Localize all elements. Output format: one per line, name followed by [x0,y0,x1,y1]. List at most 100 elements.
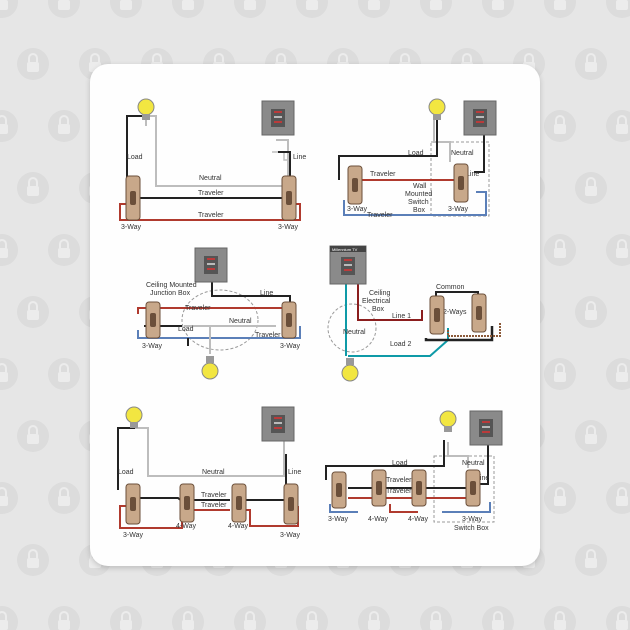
light-bulb-icon [341,358,359,382]
light-bulb-icon [201,356,219,380]
lock-icon [544,358,576,390]
lock-icon [0,0,18,18]
lock-icon [606,482,630,514]
lock-icon [544,0,576,18]
label-line: Line [288,469,301,476]
label-box: Junction Box [150,290,191,297]
switch-icon [411,469,427,507]
lock-icon [606,234,630,266]
label-line: Line [476,475,489,482]
lock-icon [606,606,630,630]
lock-icon [110,606,142,630]
lock-icon [172,606,204,630]
label-switch: 3-Way [123,532,143,539]
lock-icon [575,172,607,204]
lock-icon [48,606,80,630]
diagram-3way-junction: Ceiling Mounted Junction Box Line Travel… [137,247,301,380]
breaker-panel-icon [261,406,295,442]
label-switch: 3-Way [142,343,162,350]
label-switch: 3-Way [278,224,298,231]
switch-icon [429,295,445,335]
label-neutral: Neutral [451,150,474,157]
breaker-panel-icon [261,100,295,136]
lock-icon [17,172,49,204]
lock-icon [17,544,49,576]
label-box: Box [413,207,426,214]
light-bulb-icon [428,98,446,120]
lock-icon [48,358,80,390]
diagram-2way-ceiling: Millennium TV Ceiling Electrical Box Com… [327,245,501,382]
lock-icon [0,358,18,390]
lock-icon [296,0,328,18]
switch-icon [281,175,297,221]
lock-icon [172,0,204,18]
breaker-panel-icon [463,100,497,136]
label-box: Switch [408,199,429,206]
lock-icon [48,0,80,18]
light-bulb-icon [125,406,143,428]
wiring-diagrams: Load Line Neutral Traveler Traveler 3-Wa… [117,98,503,539]
lock-icon [544,234,576,266]
label-2ways: 2-Ways [443,309,467,316]
lock-icon [234,0,266,18]
switch-icon [281,301,297,339]
lock-icon [17,420,49,452]
breaker-panel-icon [469,410,503,446]
label-load: Load [408,150,424,157]
switch-icon [125,175,141,221]
lock-icon [48,482,80,514]
label-line-1: Line 1 [392,313,411,320]
label-switch-box: Switch Box [454,525,489,532]
lock-icon [296,606,328,630]
lock-icon [17,296,49,328]
diagram-3way-wall-box: Load Neutral Traveler Line Wall Mounted … [338,98,497,219]
lock-icon [575,48,607,80]
lock-icon [544,110,576,142]
switch-icon [371,469,387,507]
switch-icon [179,483,195,523]
lock-icon [482,606,514,630]
label-traveler: Traveler [198,212,224,219]
label-load: Load [392,460,408,467]
label-line: Line [260,290,273,297]
label-traveler: Traveler [370,171,396,178]
label-traveler: Traveler [255,332,281,339]
label-switch: 3-Way [462,516,482,523]
diagram-4way-switch-box: Load Neutral Line Traveler Traveler 3-Wa… [325,410,503,532]
diagram-4way-series: Load Line Neutral Traveler Traveler 3-Wa… [117,406,301,539]
label-switch: 4-Way [368,516,388,523]
lock-icon [234,606,266,630]
light-bulb-icon [137,98,155,120]
lock-icon [0,110,18,142]
label-switch: 3-Way [328,516,348,523]
label-load: Load [118,469,134,476]
label-box: Ceiling [369,290,391,297]
label-switch: 4-Way [176,523,196,530]
lock-icon [575,420,607,452]
label-switch: 3-Way [347,206,367,213]
lock-icon [606,0,630,18]
switch-icon [145,301,161,339]
lock-icon [575,544,607,576]
lock-icon [48,110,80,142]
switch-icon [331,471,347,509]
panel-badge: Millennium TV [332,247,358,252]
lock-icon [420,606,452,630]
lock-icon [606,110,630,142]
label-switch: 3-Way [280,532,300,539]
lock-icon [358,0,390,18]
label-traveler: Traveler [367,212,393,219]
lock-icon [0,482,18,514]
label-box: Ceiling Mounted [146,282,197,289]
label-switch: 3-Way [280,343,300,350]
label-load-2: Load 2 [390,341,412,348]
lock-icon [358,606,390,630]
lock-icon [544,606,576,630]
breaker-panel-icon [194,247,228,283]
label-box: Mounted [405,191,432,198]
label-box: Wall [413,183,427,190]
diagram-3way-basic: Load Line Neutral Traveler Traveler 3-Wa… [119,98,306,231]
lock-icon [17,48,49,80]
label-line: Line [293,154,306,161]
switch-icon [283,483,299,525]
